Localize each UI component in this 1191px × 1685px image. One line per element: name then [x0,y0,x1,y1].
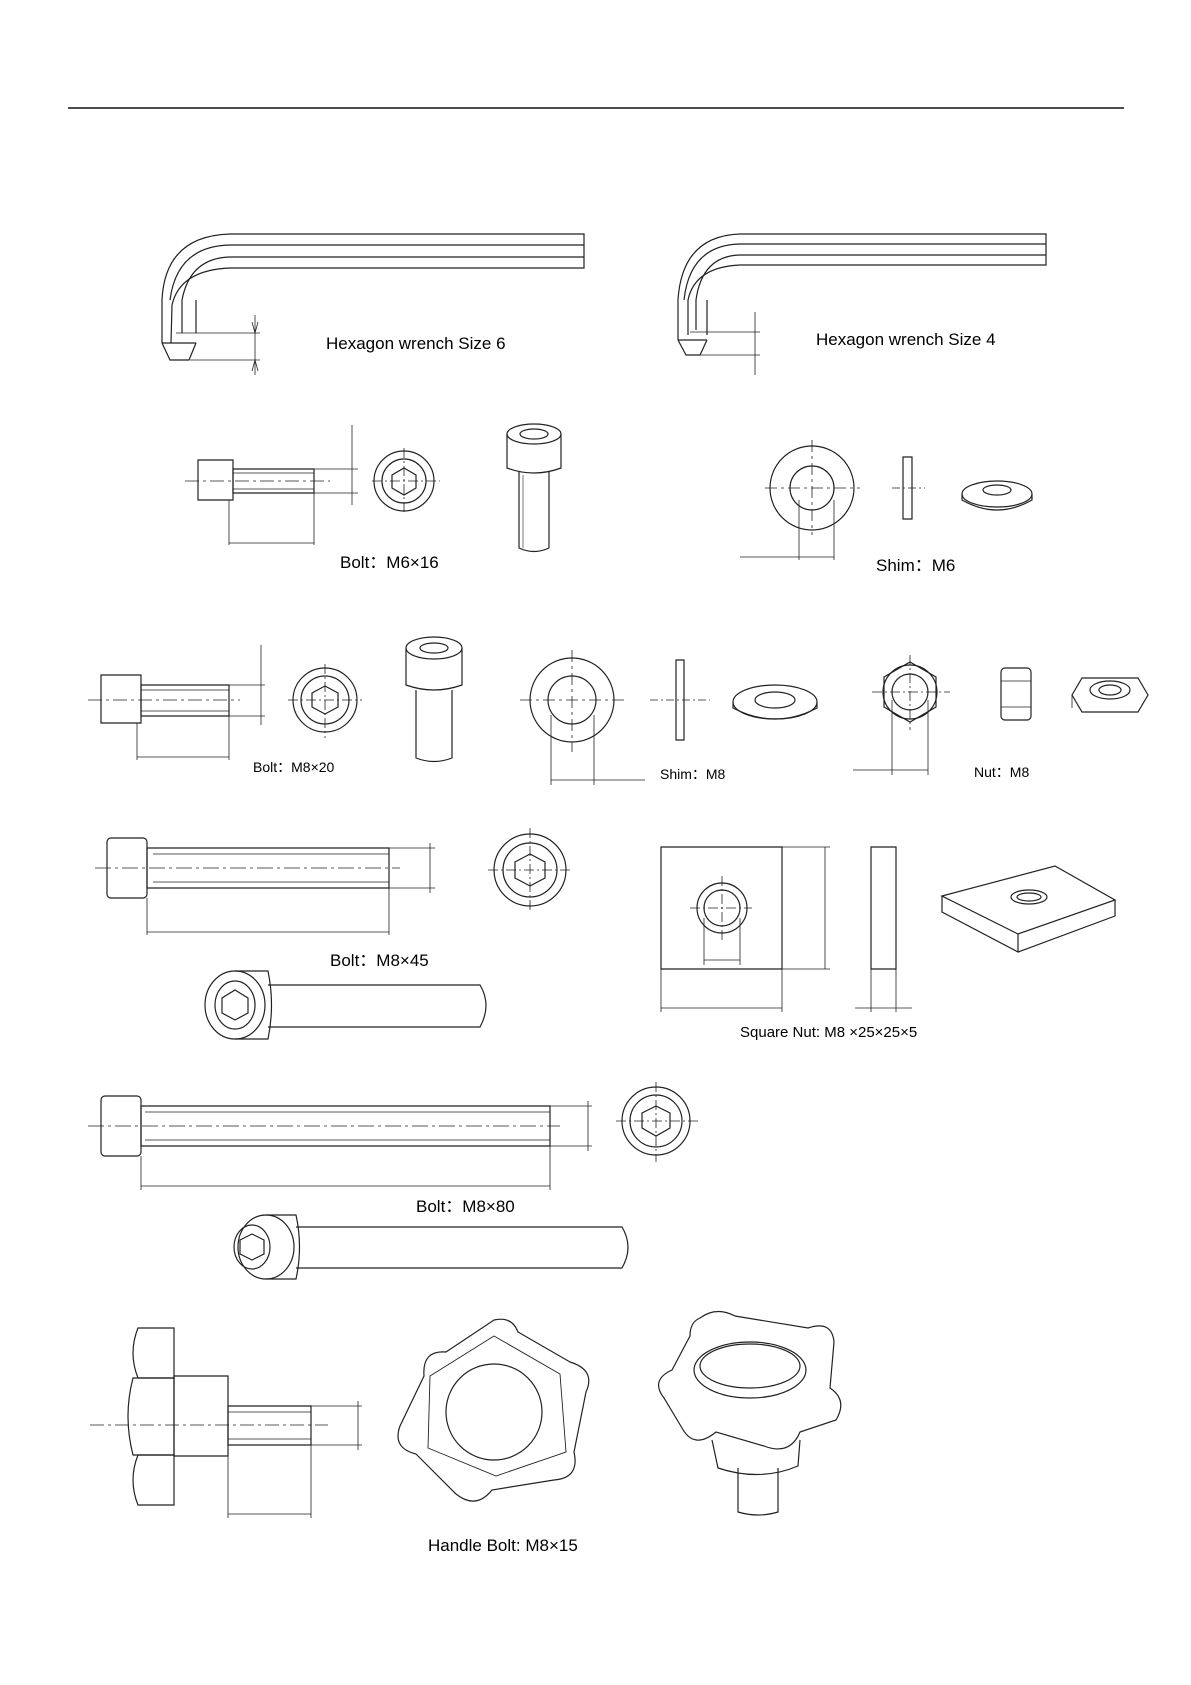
label-square-nut: Square Nut: M8 ×25×25×5 [740,1024,917,1041]
bolt-m8x20-drawing [88,637,462,762]
label-hex-wrench-size6: Hexagon wrench Size 6 [326,334,506,354]
hex-wrench-size4-drawing [678,234,1046,375]
bolt-m8x80-drawing [88,1082,698,1279]
bolt-m8x45-drawing [95,828,572,1039]
label-hex-wrench-size4: Hexagon wrench Size 4 [816,330,996,350]
square-nut-drawing [661,847,1115,1012]
label-bolt-m8x45: Bolt：M8×45 [330,946,429,971]
label-nut-m8: Nut：M8 [974,762,1029,782]
label-shim-m6: Shim：M6 [876,551,955,576]
handle-bolt-m8x15-drawing [90,1311,841,1518]
label-handle-bolt-m8x15: Handle Bolt: M8×15 [428,1536,578,1556]
label-shim-m8: Shim：M8 [660,764,725,784]
bolt-m6x16-drawing [185,424,561,552]
label-bolt-m8x20: Bolt：M8×20 [253,757,334,777]
label-bolt-m8x80: Bolt：M8×80 [416,1192,515,1217]
nut-m8-drawing [853,655,1148,775]
label-bolt-m6x16: Bolt：M6×16 [340,548,439,573]
shim-m6-drawing [740,440,1032,560]
